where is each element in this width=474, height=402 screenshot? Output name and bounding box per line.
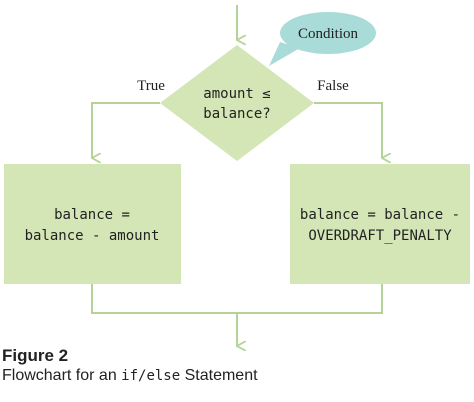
figure-caption: Figure 2 Flowchart for an if/else Statem… [2, 346, 258, 386]
figure-number: Figure 2 [2, 346, 69, 365]
decision-line-1: amount ≤ [203, 86, 270, 102]
true-label: True [137, 78, 165, 94]
false-label: False [317, 78, 349, 94]
true-branch-connector [91, 102, 160, 158]
condition-callout-bubble [280, 12, 376, 54]
true-action-line-1: balance = [54, 207, 130, 223]
decision-line-2: balance? [203, 106, 270, 122]
true-action-line-2: balance - amount [25, 228, 160, 244]
false-action-line-2: OVERDRAFT_PENALTY [308, 228, 452, 244]
false-action-box [290, 164, 470, 284]
figure-title-code: if/else [121, 368, 181, 384]
decision-diamond [160, 45, 314, 161]
false-branch-connector [314, 102, 382, 158]
condition-callout-label: Condition [298, 26, 359, 42]
merge-connector [91, 284, 383, 314]
figure-title-prefix: Flowchart for an [2, 367, 122, 384]
false-action-line-1: balance = balance - [300, 207, 460, 223]
true-action-box [4, 164, 181, 284]
figure-title-suffix: Statement [180, 367, 258, 384]
figure-title: Flowchart for an if/else Statement [2, 366, 258, 386]
condition-callout [269, 42, 300, 66]
